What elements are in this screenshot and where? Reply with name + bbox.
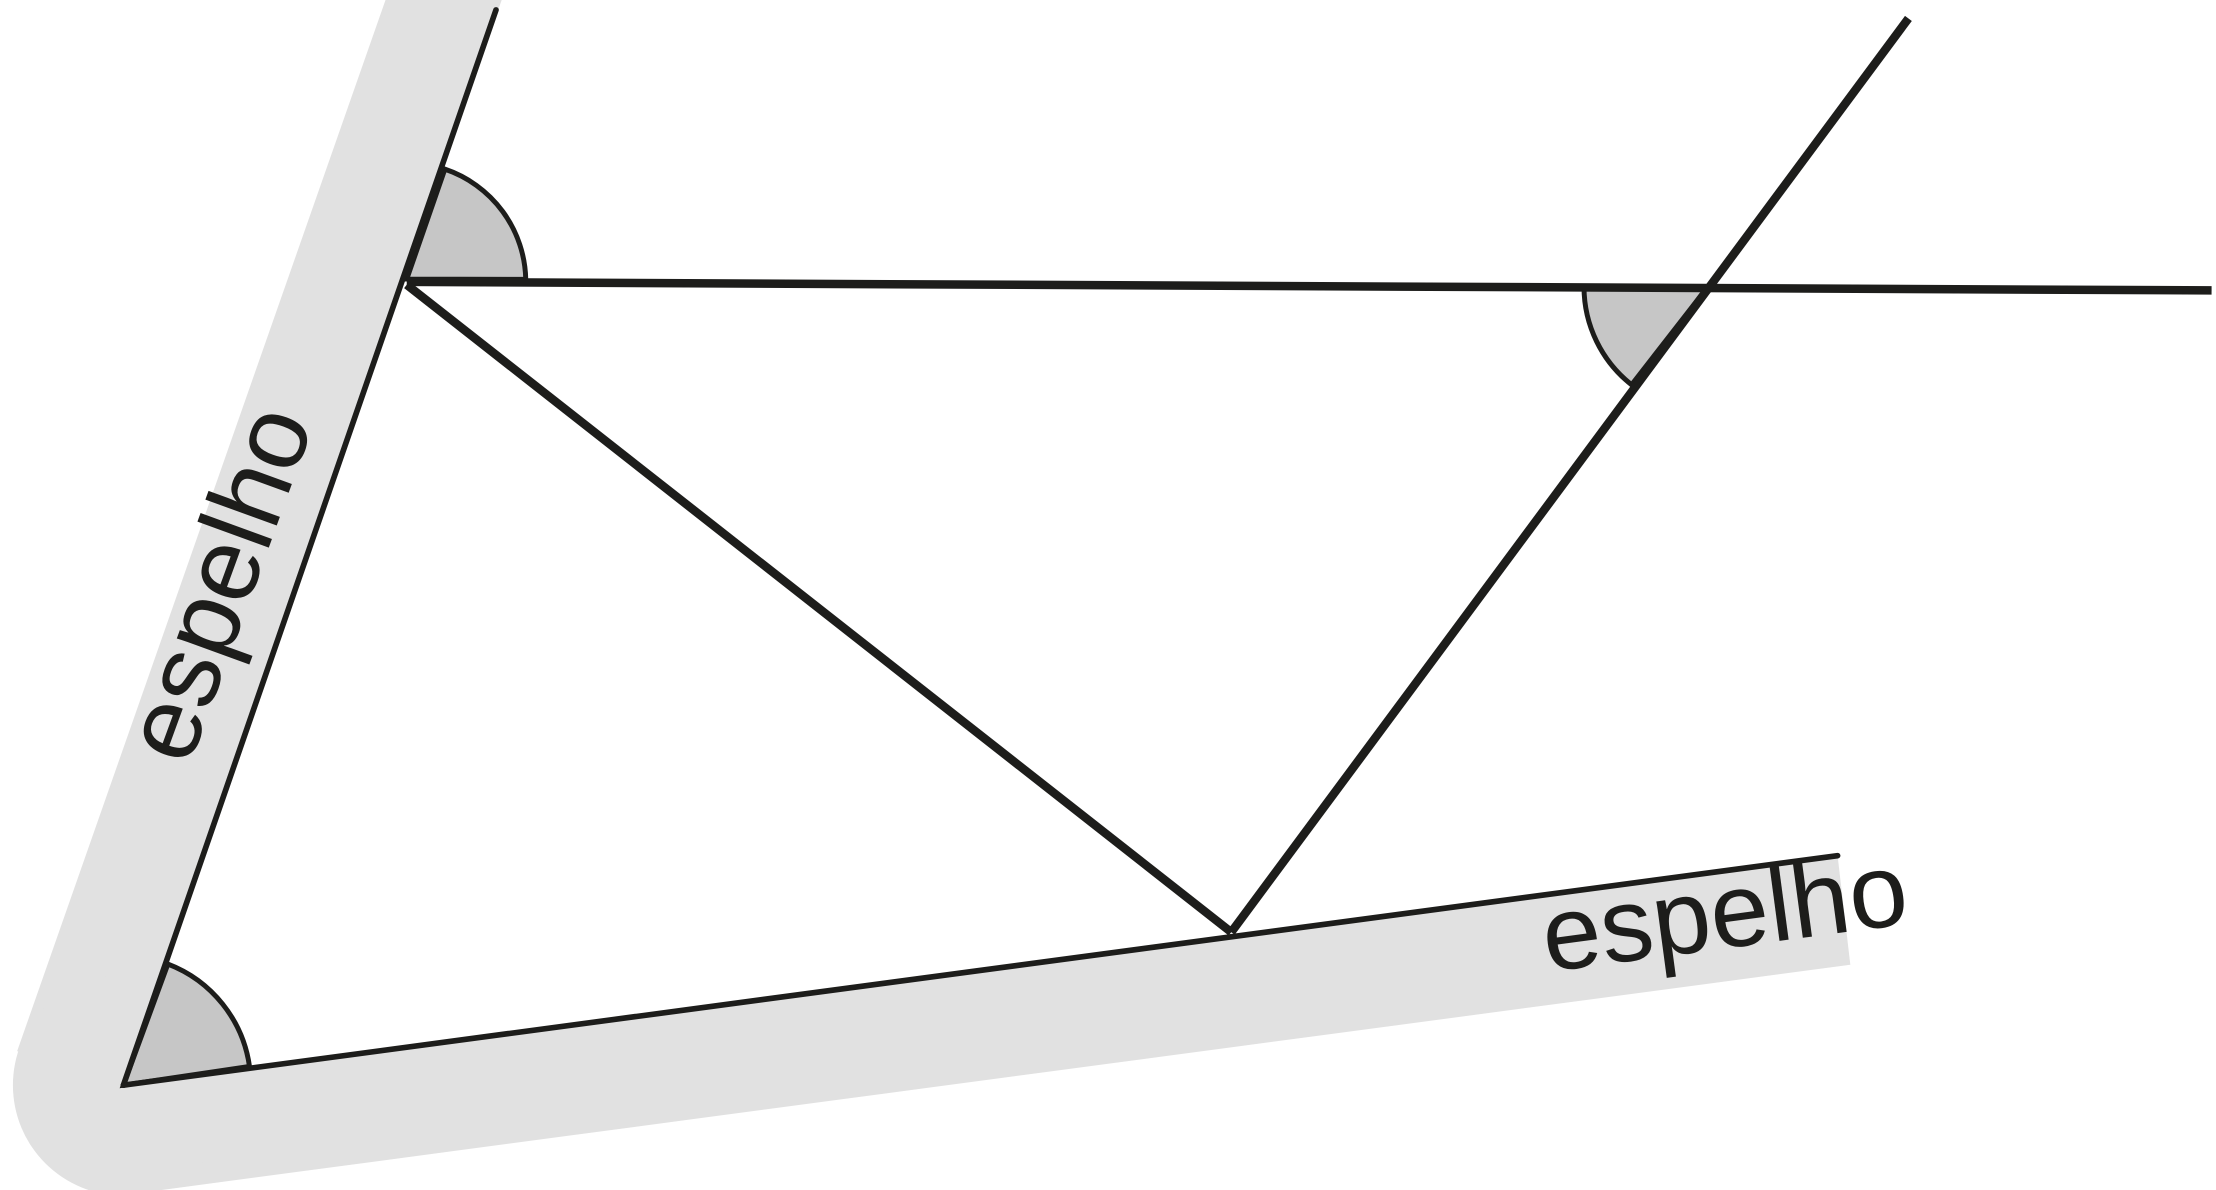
- reflected-ray-2: [1227, 15, 1912, 935]
- left-mirror-band: [17, 0, 502, 1086]
- reflected-ray-1: [404, 281, 1234, 936]
- bottom-mirror-surface: [120, 852, 1841, 1088]
- mirror-surfaces: [120, 7, 1841, 1088]
- angle-marker-first-reflection: [403, 166, 529, 282]
- bottom-mirror-band: [123, 855, 1851, 1190]
- angle-marker-exit-ray: [1581, 284, 1713, 389]
- mirrors: [12, 0, 1851, 1190]
- angle-marker-vertex: [119, 960, 253, 1089]
- incident-ray: [406, 277, 2212, 295]
- left-mirror-surface: [120, 7, 499, 1088]
- left-mirror-label: espelho: [100, 391, 336, 776]
- angle-markers: [119, 166, 1713, 1089]
- bottom-mirror-label: espelho: [1535, 830, 1914, 995]
- light-rays: [404, 15, 2212, 936]
